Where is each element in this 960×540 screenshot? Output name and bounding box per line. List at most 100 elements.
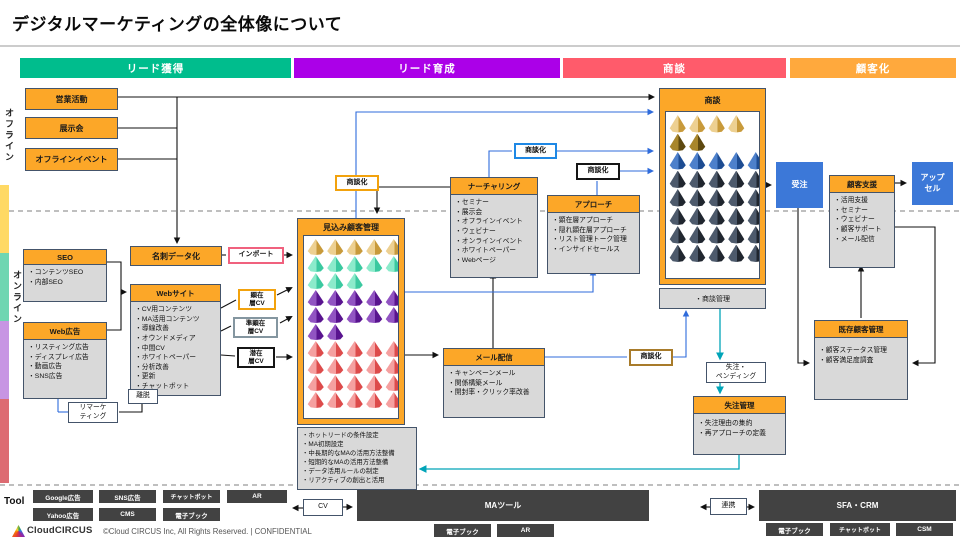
prospect-cone-icon <box>307 256 324 272</box>
prospect-cone-icon <box>346 392 363 408</box>
list-item: ・失注理由の集約 <box>698 420 753 427</box>
prospect-cone-icon <box>307 341 324 357</box>
tool-button-yahoo-ads: Yahoo広告 <box>33 508 93 521</box>
box-nurturing-items: ・セミナー・展示会・オフラインイベント・ウェビナー・オンラインイベント・ホワイト… <box>451 195 537 277</box>
box-remarketing: リマーケ ティング <box>68 402 118 423</box>
list-item: ・リスト管理トーク管理 <box>552 236 627 244</box>
list-item: ・再アプローチの定義 <box>698 429 766 437</box>
prospect-cone-icon <box>327 341 344 357</box>
list-item: ・オウンドメディア <box>135 334 196 342</box>
box-approach-items: ・顕在層アプローチ・隠れ顕在層アプローチ・リスト管理トーク管理・インサイドセール… <box>548 213 639 273</box>
box-lost-deal-management: 失注管理 ・失注理由の集約・再アプローチの定義 <box>693 396 786 455</box>
prospect-cone-icon <box>307 324 324 340</box>
tool-bar-ma-tool: MAツール <box>357 490 649 521</box>
prospect-cone-icon <box>708 152 725 170</box>
prospect-cone-icon <box>708 189 725 207</box>
list-item: ・展示会 <box>455 208 483 216</box>
prospect-cone-icon <box>366 290 383 306</box>
box-nurturing-title: ナーチャリング <box>451 178 537 195</box>
cone-row <box>307 358 398 374</box>
box-negotiation: 商談 <box>659 88 766 285</box>
prospect-cone-icon <box>346 239 363 255</box>
list-item: ・活用支援 <box>834 197 868 204</box>
box-web-ad-title: Web広告 <box>24 323 106 340</box>
box-lost-deal-title: 失注管理 <box>694 397 785 414</box>
prospect-cone-icon <box>385 307 398 323</box>
list-item: ・SNS広告 <box>28 372 63 380</box>
prospect-cone-icon <box>385 358 398 374</box>
prospect-cone-icon <box>669 189 686 207</box>
cone-row <box>669 244 759 262</box>
box-integration-connector: 連携 <box>710 498 747 515</box>
tool-button-csm: CSM <box>896 523 953 536</box>
box-sales-activity: 営業活動 <box>25 88 118 110</box>
prospect-cone-icon <box>728 152 745 170</box>
list-item: ・導線改善 <box>135 325 169 333</box>
prospect-cone-icon <box>689 170 706 188</box>
prospect-cone-icon <box>708 207 725 225</box>
prospect-cone-icon <box>728 170 745 188</box>
box-approach: アプローチ ・顕在層アプローチ・隠れ顕在層アプローチ・リスト管理トーク管理・イン… <box>547 195 640 274</box>
box-seo: SEO ・コンテンツSEO・内部SEO <box>23 249 107 302</box>
prospect-cone-icon <box>307 307 324 323</box>
cone-row <box>669 133 756 151</box>
box-existing-customer-management: 既存顧客管理 ・顧客ステータス管理・顧客満足度調査 <box>814 320 908 400</box>
box-ma-setup: ・ホットリードの条件設定・MA初期設定・中長期的なMAの活用方法整備・短期的なM… <box>297 427 417 490</box>
prospect-cone-icon <box>669 244 686 262</box>
prospect-cone-icon <box>327 256 344 272</box>
tag-deal-conversion-orange: 商談化 <box>335 175 379 191</box>
prospect-cone-icon <box>327 239 344 255</box>
tag-deal-conversion-brown: 商談化 <box>629 349 673 366</box>
box-mail-delivery: メール配信 ・キャンペーンメール・関係構築メール・開封率・クリック率改善 <box>443 348 545 418</box>
box-customer-support: 顧客支援 ・活用支援・セミナー・ウェビナー・顧客サポート・メール配信 <box>829 175 895 268</box>
box-seo-items: ・コンテンツSEO・内部SEO <box>24 265 106 301</box>
tool-button-google-ads: Google広告 <box>33 490 93 503</box>
tag-explicit-layer-cv: 顕在 層CV <box>238 289 276 310</box>
list-item: ・チャットボット <box>135 383 190 391</box>
prospect-cone-icon <box>385 392 398 408</box>
list-item: ・メール配信 <box>834 235 875 243</box>
list-item: ・顧客ステータス管理 <box>819 347 887 354</box>
cone-row <box>669 226 759 244</box>
cone-row <box>669 207 759 225</box>
prospect-cone-icon <box>747 244 759 262</box>
prospect-cone-icon <box>728 207 745 225</box>
prospect-cone-icon <box>708 226 725 244</box>
prospect-cone-icon <box>669 170 686 188</box>
prospect-cone-icon <box>366 307 383 323</box>
prospect-cone-icon <box>307 375 324 391</box>
prospect-cone-icon <box>307 358 324 374</box>
box-offline-event: オフラインイベント <box>25 148 118 171</box>
prospect-cone-icon <box>307 273 324 289</box>
funnel-bar-mint <box>0 253 9 321</box>
box-mail-delivery-title: メール配信 <box>444 349 544 366</box>
cone-row <box>669 115 756 133</box>
cone-row <box>307 256 398 272</box>
prospect-cone-icon <box>366 256 383 272</box>
tool-section-label: Tool <box>4 496 25 507</box>
prospect-cone-icon <box>708 170 725 188</box>
cone-row <box>307 273 395 289</box>
prospect-cone-icon <box>366 392 383 408</box>
cone-row <box>307 290 398 306</box>
prospect-cone-icon <box>669 152 686 170</box>
cone-row <box>669 152 759 170</box>
stage-bar-customer: 顧客化 <box>790 58 956 78</box>
prospect-cone-icon <box>366 375 383 391</box>
prospect-cone-icon <box>346 375 363 391</box>
cone-row <box>307 341 398 357</box>
box-existing-customer-items: ・顧客ステータス管理・顧客満足度調査 <box>815 338 907 399</box>
prospect-cone-icon <box>327 307 344 323</box>
prospect-cone-icon <box>689 115 706 133</box>
list-item: ・中間CV <box>135 344 165 352</box>
funnel-bar-lavender <box>0 321 9 399</box>
cone-row <box>307 324 395 340</box>
box-negotiation-title: 商談 <box>704 96 721 105</box>
list-item: ・リスティング広告 <box>28 344 89 351</box>
tag-latent-layer-cv: 潜在 層CV <box>237 347 275 368</box>
list-item: ・動画広告 <box>28 363 62 371</box>
box-website: Webサイト ・CV用コンテンツ・MA活用コンテンツ・導線改善・オウンドメディア… <box>130 284 221 396</box>
funnel-bar-yellow <box>0 185 9 253</box>
copyright-text: ©Cloud CIRCUS Inc, All Rights Reserved. … <box>103 527 312 536</box>
list-item: ・ウェビナー <box>455 227 496 235</box>
